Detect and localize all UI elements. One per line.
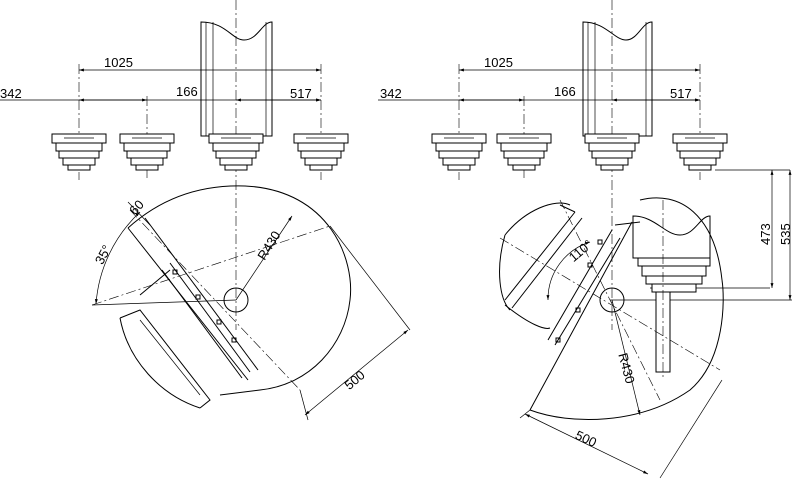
chuck [672, 133, 728, 171]
chuck [119, 133, 175, 171]
rotary-disk [119, 185, 352, 409]
chuck [51, 133, 107, 171]
dim-r430: R430 [254, 228, 283, 262]
left-view: 1025 342 166 517 35° [0, 0, 411, 421]
dim-166: 166 [176, 84, 198, 99]
dim-500: 500 [573, 427, 599, 450]
dim-166: 166 [554, 84, 576, 99]
chuck [584, 133, 640, 171]
chuck [431, 133, 487, 171]
dim-1025: 1025 [104, 55, 133, 70]
chuck [293, 133, 349, 171]
dim-342: 342 [380, 86, 402, 101]
dim-1025: 1025 [484, 55, 513, 70]
dim-517: 517 [290, 86, 312, 101]
dim-473: 473 [758, 223, 773, 245]
chuck [496, 133, 552, 171]
dim-517: 517 [670, 86, 692, 101]
tool-holder [632, 200, 711, 380]
dim-60: 60 [126, 197, 147, 218]
rotary-disk [499, 197, 724, 420]
right-view: 1025 342 166 517 473 535 [378, 0, 793, 479]
dim-500: 500 [342, 367, 368, 392]
spindle-column [582, 21, 653, 137]
dim-110deg: 110° [566, 237, 596, 265]
dim-r430: R430 [615, 351, 638, 385]
dim-342: 342 [0, 86, 22, 101]
chuck [208, 133, 264, 171]
dim-35deg: 35° [92, 242, 114, 266]
spindle-column [200, 21, 273, 137]
dim-535: 535 [778, 223, 793, 245]
